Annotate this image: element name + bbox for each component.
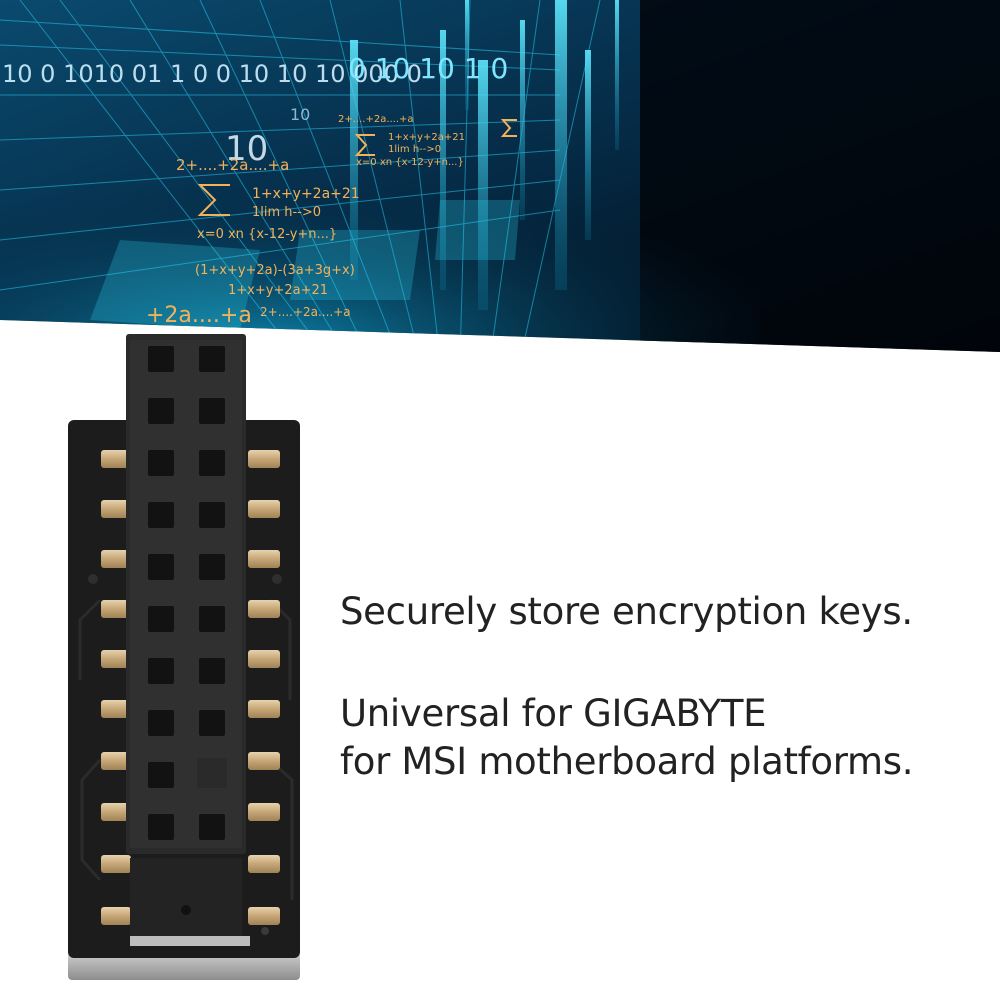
pin-hole xyxy=(199,554,225,580)
caption-encryption: Securely store encryption keys. xyxy=(340,590,913,633)
pin-hole xyxy=(148,346,174,372)
formula-6: 1+x+y+2a+21 xyxy=(228,283,328,298)
pin-hole xyxy=(199,346,225,372)
formula-4: x=0 xn {x-12-y+n...} xyxy=(197,227,337,242)
pin-hole xyxy=(148,814,174,840)
binary-text-2: 0 10 10 1 0 xyxy=(348,52,508,85)
formula-2: 1+x+y+2a+21 xyxy=(252,186,360,202)
formula-8: 2+....+2a....+a xyxy=(260,305,351,319)
formula-7: +2a....+a xyxy=(146,303,252,328)
pin-hole xyxy=(199,814,225,840)
caption-compatibility-line-2: for MSI motherboard platforms. xyxy=(340,740,914,783)
formula-10: 1lim h-->0 xyxy=(388,144,441,155)
pin-hole xyxy=(148,398,174,424)
pin-hole xyxy=(199,502,225,528)
pin-hole xyxy=(199,710,225,736)
pin-hole xyxy=(148,658,174,684)
formula-5: (1+x+y+2a)-(3a+3g+x) xyxy=(195,263,355,278)
pin-hole xyxy=(148,710,174,736)
binary-text-1: 10 0 1010 01 1 0 0 10 10 10 000 0 xyxy=(2,60,422,88)
formula-11: 1+x+y+2a+21 xyxy=(388,132,465,143)
binary-text-4: 10 xyxy=(290,105,310,124)
pin-hole xyxy=(199,658,225,684)
pin-hole xyxy=(199,398,225,424)
pin-hole xyxy=(148,502,174,528)
pin-hole xyxy=(148,554,174,580)
formula-1: 2+....+2a....+a xyxy=(176,156,289,174)
pin-hole xyxy=(148,450,174,476)
pin-hole xyxy=(199,450,225,476)
caption-compatibility-line-1: Universal for GIGABYTE xyxy=(340,692,767,735)
pin-hole xyxy=(148,606,174,632)
caption-compatibility: Universal for GIGABYTE for MSI motherboa… xyxy=(340,690,914,786)
formula-12: x=0 xn {x-12-y+n...} xyxy=(356,157,464,168)
pin-hole xyxy=(199,606,225,632)
binary-text-3: 10 xyxy=(225,129,268,169)
formula-3: 1lim h-->0 xyxy=(252,205,321,220)
formula-9: 2+....+2a....+a xyxy=(338,114,414,125)
pin-hole xyxy=(148,762,174,788)
